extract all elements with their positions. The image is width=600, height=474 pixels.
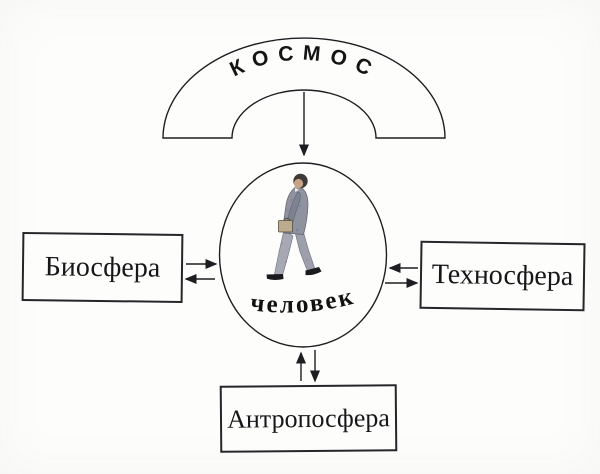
technosphere-label: Техносфера <box>431 258 574 293</box>
biosphere-label: Биосфера <box>44 250 161 284</box>
scan-speckles <box>281 199 308 263</box>
biosphere-box: Биосфера <box>21 232 184 303</box>
anthroposphere-label: Антропосфера <box>227 402 390 434</box>
anthroposphere-box: Антропосфера <box>219 384 398 453</box>
cosmos-arch-shape <box>162 37 446 139</box>
technosphere-box: Техносфера <box>419 240 586 312</box>
walking-man-icon <box>266 173 322 280</box>
